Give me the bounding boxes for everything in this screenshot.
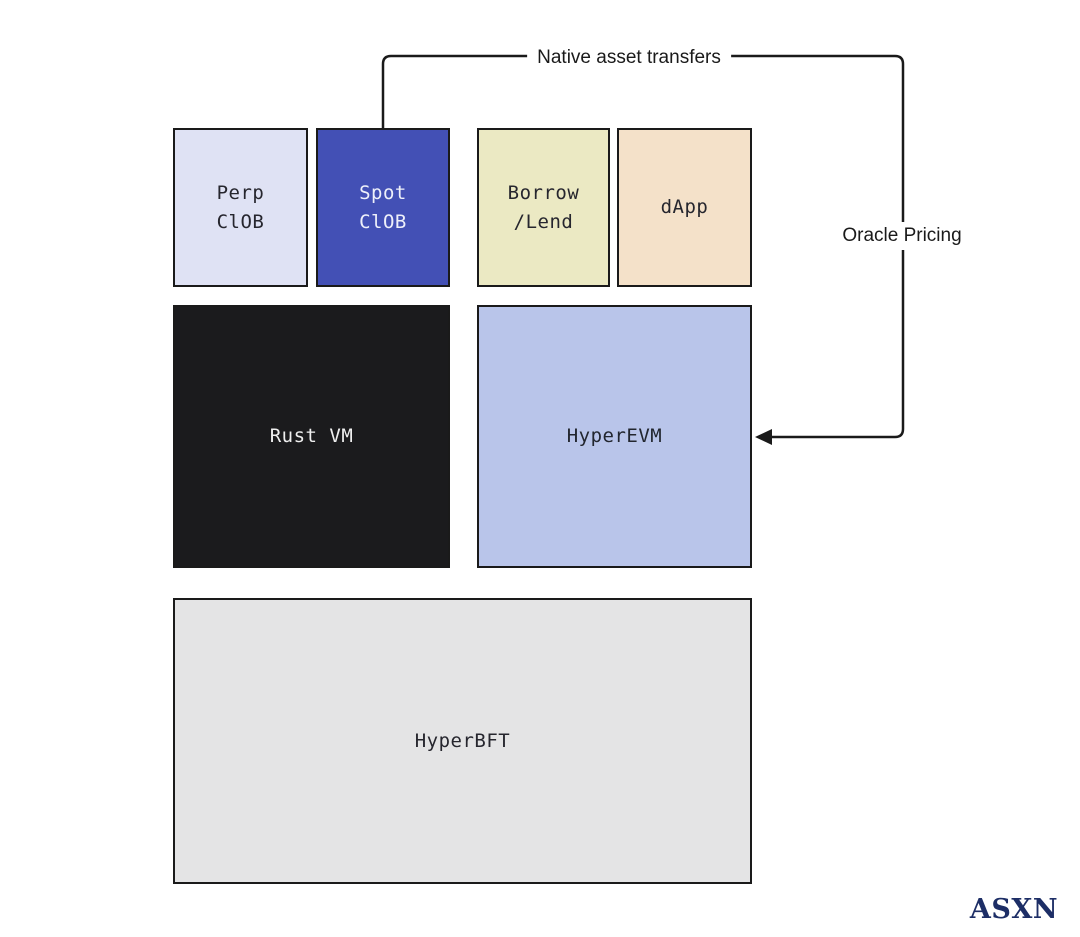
rust-vm-label: Rust VM (269, 425, 354, 447)
asxn-logo: ASXN (969, 894, 1058, 925)
spot-clob-box: Spot ClOB (316, 128, 450, 287)
native-asset-transfers-connector (381, 54, 905, 439)
hyperbft-label: HyperBFT (414, 729, 511, 752)
spot-clob-label: Spot ClOB (359, 181, 407, 233)
native-asset-transfers-label: Native asset transfers (527, 44, 731, 72)
oracle-pricing-label: Oracle Pricing (832, 222, 972, 250)
perp-clob-label: Perp ClOB (216, 181, 265, 233)
hyperevm-box: HyperEVM (477, 305, 752, 568)
oracle-arrow-head (755, 429, 772, 445)
rust-vm-box: Rust VM (173, 305, 450, 568)
perp-clob-box: Perp ClOB (173, 128, 308, 287)
hyperevm-label: HyperEVM (566, 425, 663, 447)
borrow-lend-box: Borrow /Lend (477, 128, 610, 287)
borrow-lend-label: Borrow /Lend (507, 181, 580, 233)
dapp-label: dApp (660, 196, 709, 218)
dapp-box: dApp (617, 128, 752, 287)
hyperbft-box: HyperBFT (173, 598, 752, 884)
